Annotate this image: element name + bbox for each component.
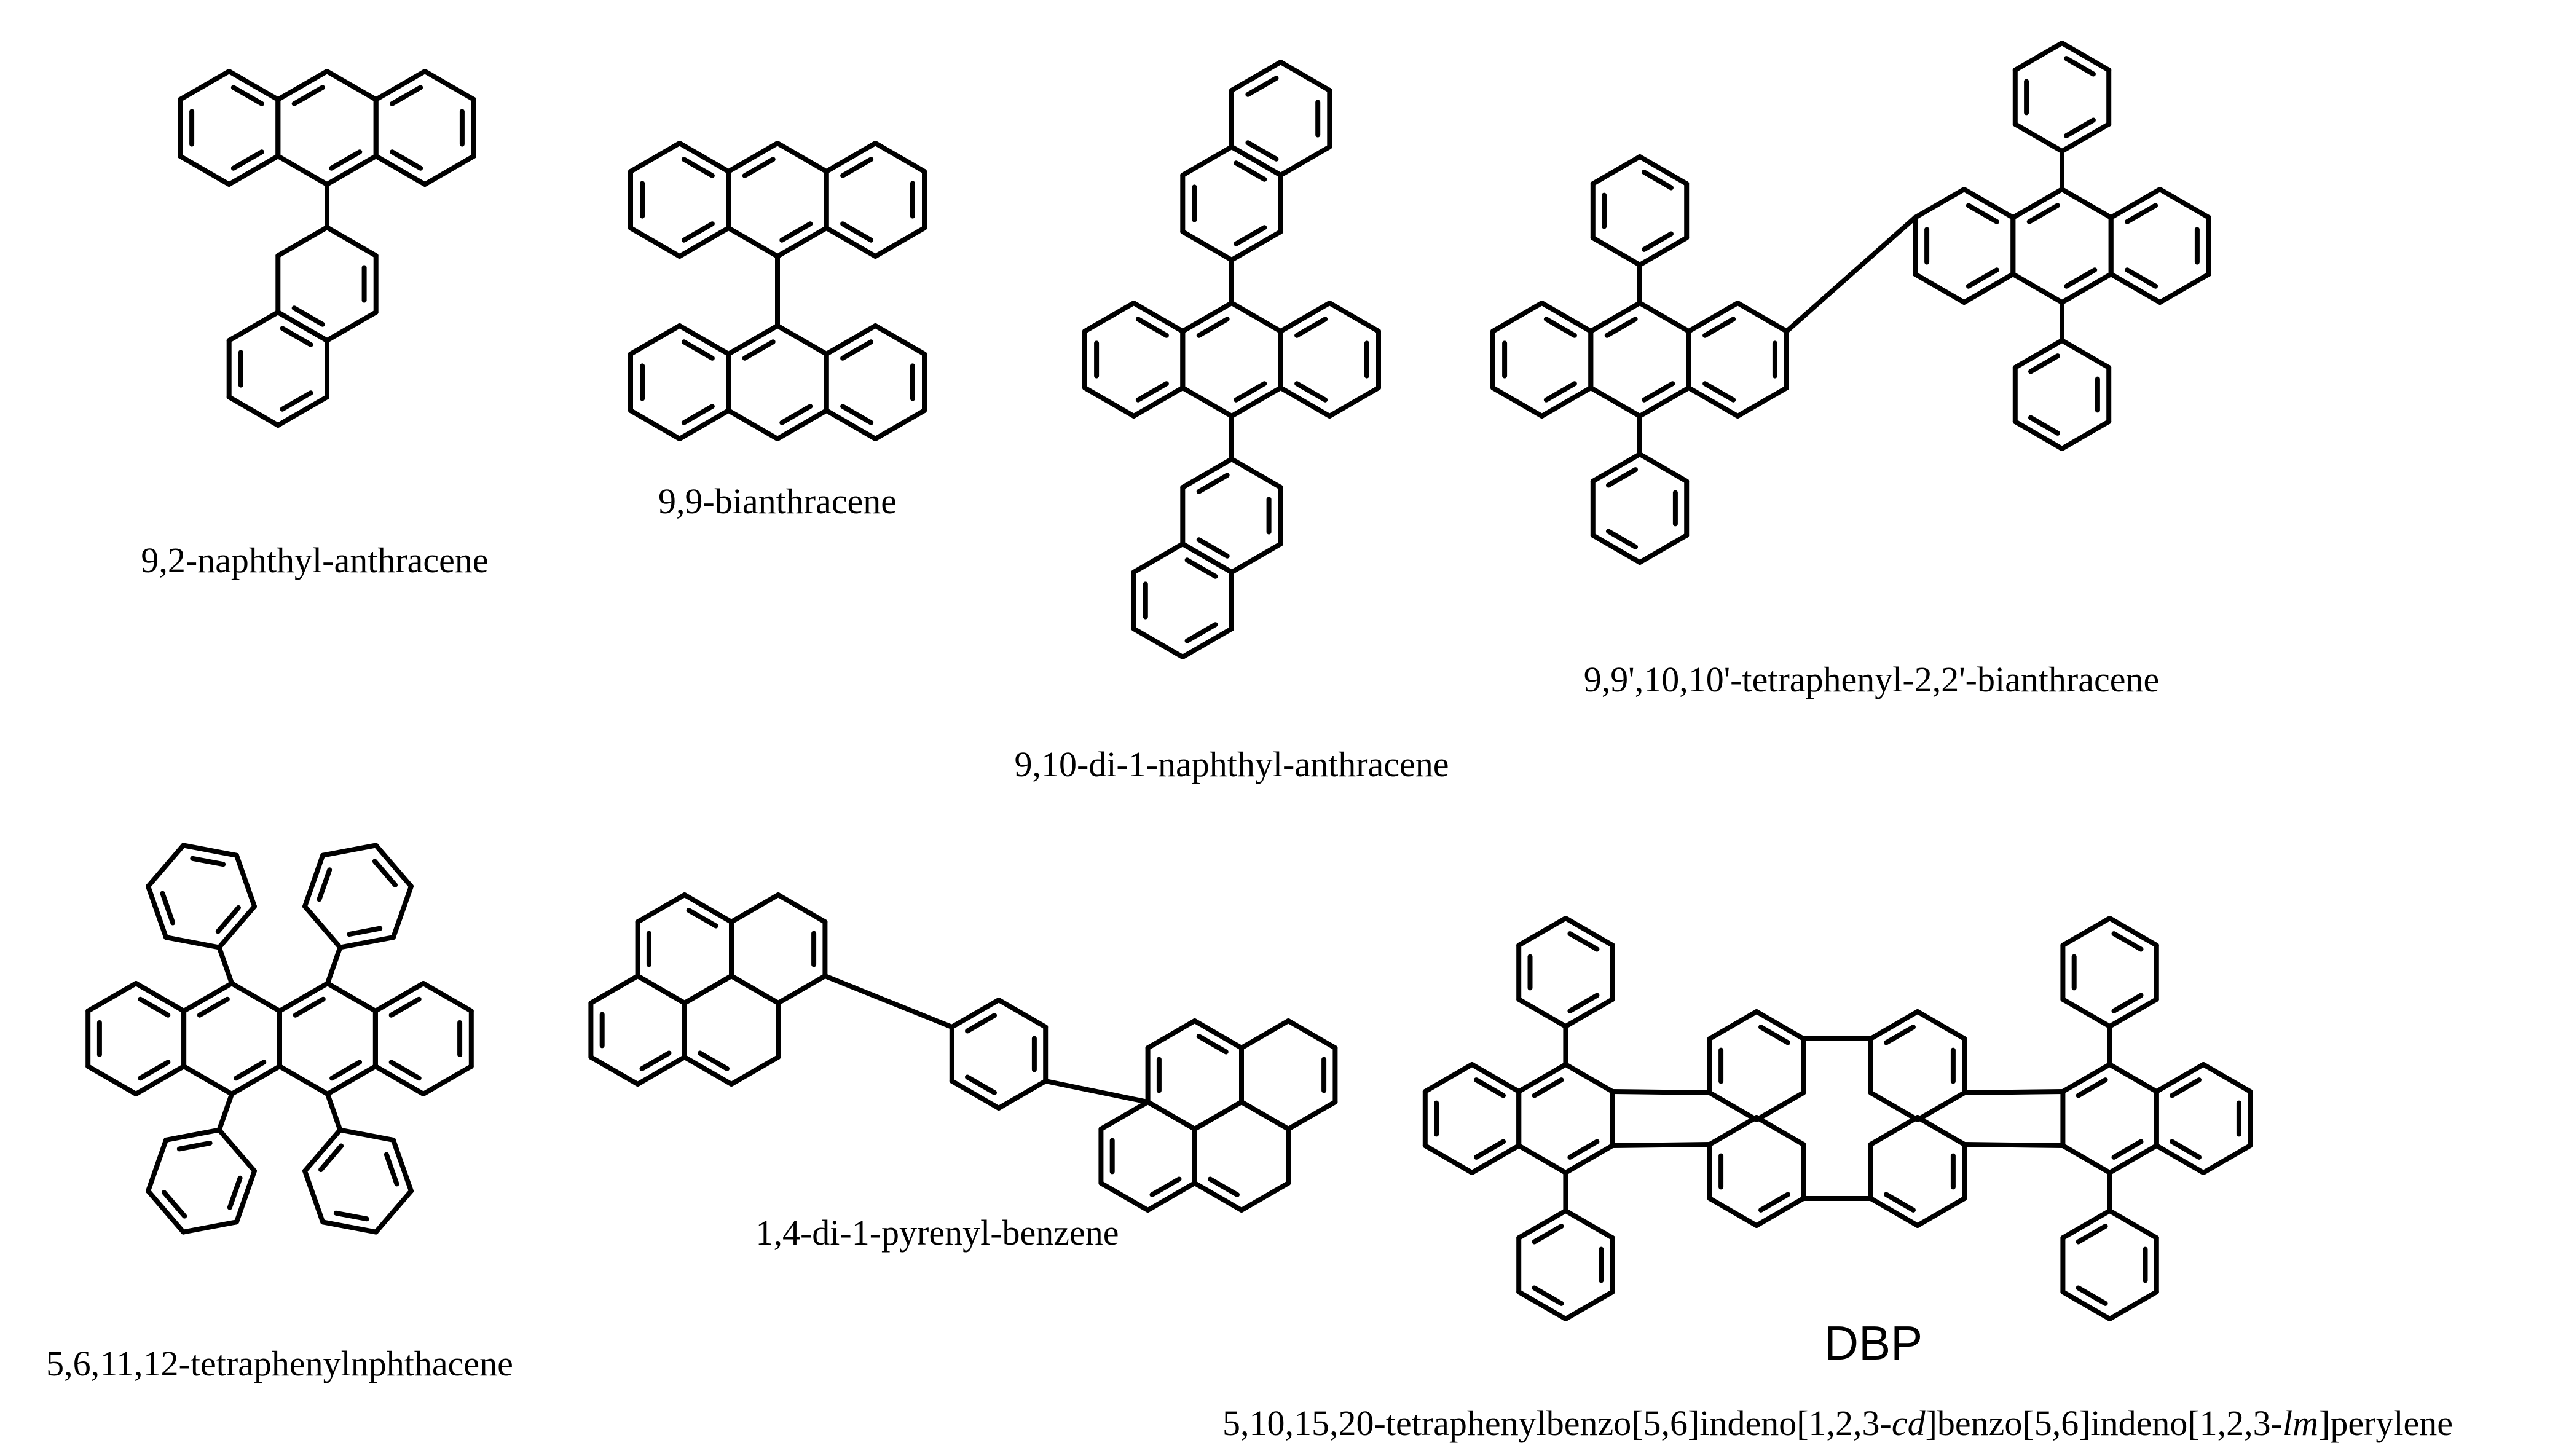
molecule-dbp bbox=[1422, 916, 2253, 1321]
caption-naphthyl-anthracene: 9,2-naphthyl-anthracene bbox=[141, 540, 489, 580]
caption-bianthracene: 9,9-bianthracene bbox=[658, 481, 897, 521]
caption-dipyrenyl-benzene: 1,4-di-1-pyrenyl-benzene bbox=[755, 1213, 1119, 1253]
abbreviation-dbp: DBP bbox=[1824, 1316, 1923, 1370]
caption-tetraphenylnaphthacene: 5,6,11,12-tetraphenylnphthacene bbox=[46, 1344, 513, 1383]
molecule-di-naphthyl-anthracene bbox=[1082, 60, 1381, 659]
caption-di-naphthyl-anthracene: 9,10-di-1-naphthyl-anthracene bbox=[1014, 744, 1449, 784]
molecule-bianthracene bbox=[628, 141, 927, 441]
molecule-dipyrenyl-benzene bbox=[588, 892, 1338, 1213]
molecule-tetraphenyl-bianthracene bbox=[1490, 41, 2211, 565]
caption-dbp-full-name: 5,10,15,20-tetraphenylbenzo[5,6]indeno[1… bbox=[1222, 1403, 2453, 1443]
molecule-tetraphenylnaphthacene bbox=[85, 843, 474, 1235]
caption-tetraphenyl-bianthracene: 9,9',10,10'-tetraphenyl-2,2'-bianthracen… bbox=[1583, 659, 2160, 699]
molecule-naphthyl-anthracene bbox=[178, 69, 476, 428]
